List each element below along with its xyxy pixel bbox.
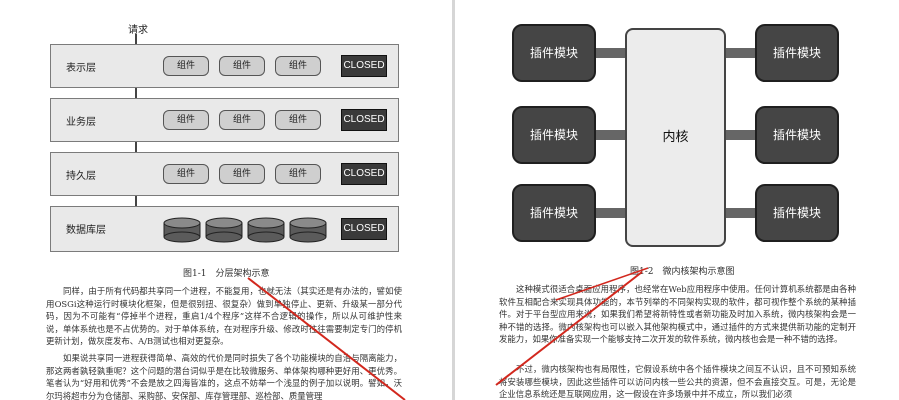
- connector-line: [724, 130, 756, 140]
- closed-badge: CLOSED: [341, 55, 387, 77]
- database-cylinder: [247, 217, 285, 243]
- right-page: 插件模块 插件模块 插件模块 插件模块 插件模块 插件模块 内核 图1-2 微内…: [455, 0, 899, 400]
- component-box: 组件: [163, 110, 209, 130]
- closed-badge: CLOSED: [341, 109, 387, 131]
- plugin-module: 插件模块: [755, 106, 839, 164]
- connector-line: [595, 48, 627, 58]
- connector-line: [724, 208, 756, 218]
- layer-label: 持久层: [66, 171, 96, 182]
- connector-line: [724, 48, 756, 58]
- figure-caption: 图1-1 分层架构示意: [183, 269, 270, 279]
- component-box: 组件: [163, 164, 209, 184]
- plugin-module: 插件模块: [512, 106, 596, 164]
- database-cylinder: [289, 217, 327, 243]
- layer-presentation: 表示层 组件 组件 组件 CLOSED: [50, 44, 399, 88]
- layer-label: 业务层: [66, 117, 96, 128]
- layer-database: 数据库层 CLOSED: [50, 206, 399, 252]
- database-cylinder: [205, 217, 243, 243]
- closed-badge: CLOSED: [341, 218, 387, 240]
- closed-badge: CLOSED: [341, 163, 387, 185]
- layer-label: 表示层: [66, 63, 96, 74]
- layer-business: 业务层 组件 组件 组件 CLOSED: [50, 98, 399, 142]
- kernel-box: 内核: [625, 28, 726, 247]
- plugin-module: 插件模块: [512, 184, 596, 242]
- plugin-module: 插件模块: [755, 184, 839, 242]
- plugin-module: 插件模块: [755, 24, 839, 82]
- component-box: 组件: [275, 56, 321, 76]
- figure-caption: 图1-2 微内核架构示意图: [630, 267, 735, 277]
- left-page: 请求 表示层 组件 组件 组件 CLOSED 业务层 组件 组件 组件 CLOS…: [46, 25, 402, 400]
- paragraph: 不过，微内核架构也有局限性，它假设系统中各个插件模块之间互不认识，且不可预知系统…: [499, 364, 856, 400]
- plugin-module: 插件模块: [512, 24, 596, 82]
- page-gutter: [452, 0, 455, 400]
- request-label: 请求: [128, 25, 148, 36]
- database-cylinder: [163, 217, 201, 243]
- component-box: 组件: [219, 164, 265, 184]
- paragraph: 如果说共享同一进程获得简单、高效的代价是同时损失了各个功能模块的自治与隔离能力，…: [46, 353, 402, 400]
- component-box: 组件: [275, 110, 321, 130]
- paragraph: 这种模式很适合桌面应用程序，也经常在Web应用程序中使用。任何计算机系统都是由各…: [499, 284, 856, 345]
- connector-line: [595, 130, 627, 140]
- component-box: 组件: [163, 56, 209, 76]
- component-box: 组件: [219, 56, 265, 76]
- layer-persistence: 持久层 组件 组件 组件 CLOSED: [50, 152, 399, 196]
- component-box: 组件: [275, 164, 321, 184]
- paragraph: 同样，由于所有代码都共享同一个进程，不能复用，也就无法（其实还是有办法的，譬如使…: [46, 286, 402, 347]
- layer-label: 数据库层: [66, 225, 106, 236]
- connector-line: [595, 208, 627, 218]
- component-box: 组件: [219, 110, 265, 130]
